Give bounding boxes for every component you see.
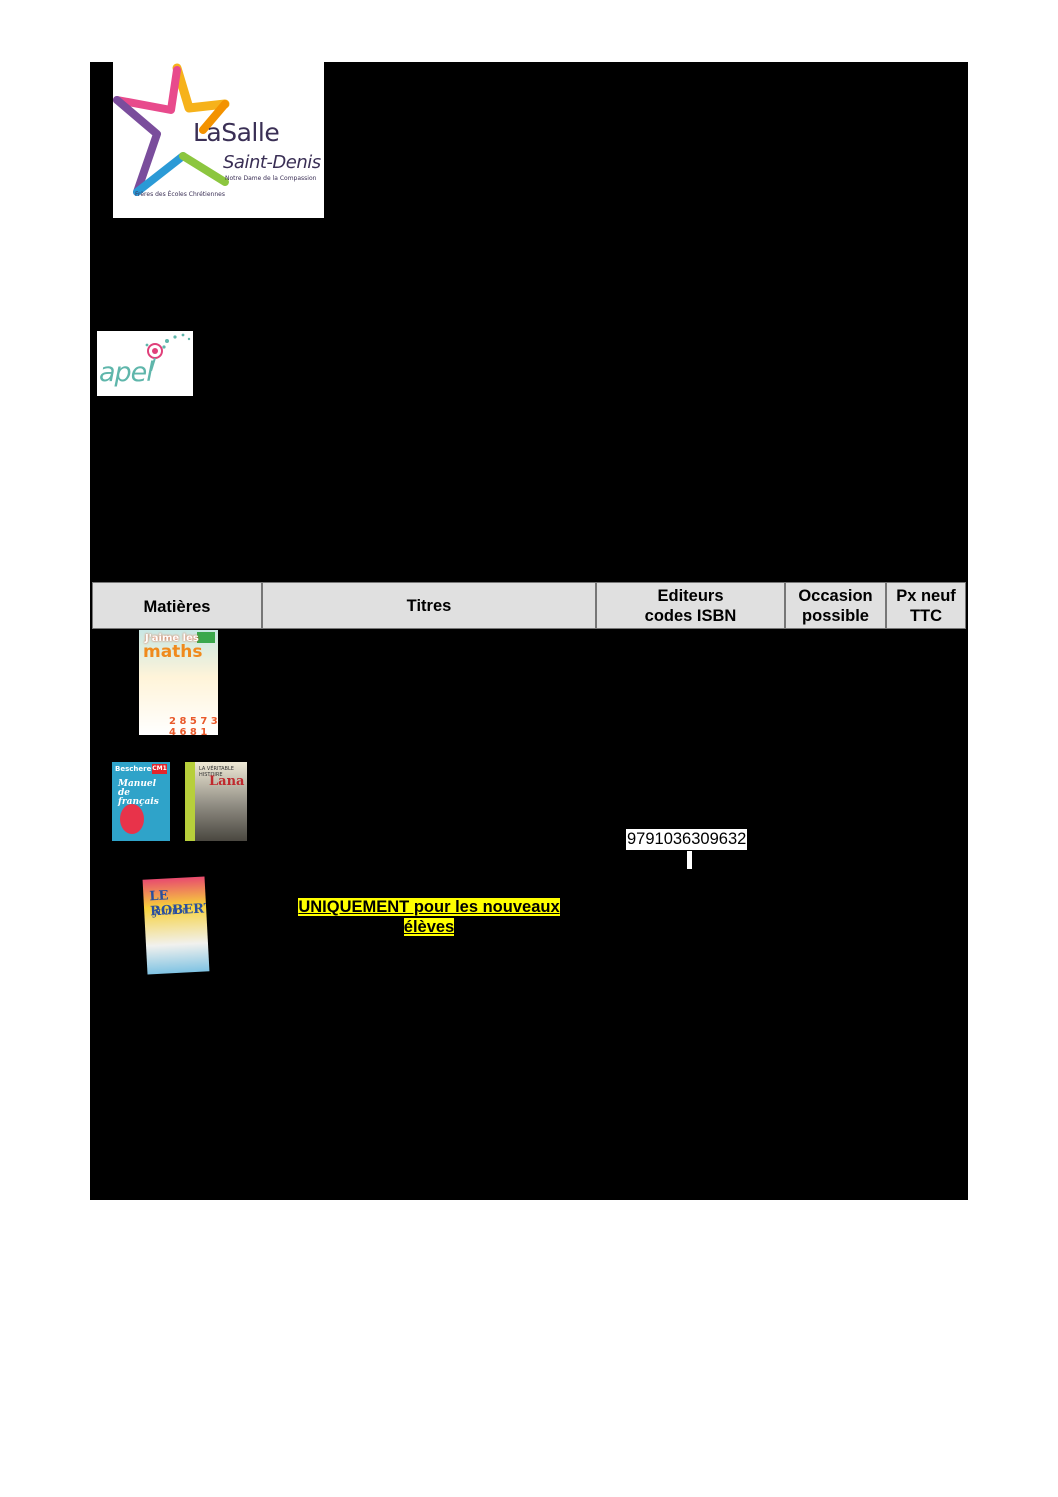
notice-line1: UNIQUEMENT pour les nouveaux <box>298 898 560 916</box>
cover-lana-topline: LA VÉRITABLE HISTOIRE <box>199 766 234 778</box>
header-prix: Px neuf TTC <box>886 582 966 629</box>
cover-maths-line1: J'aime les <box>145 633 199 644</box>
header-matieres-label: Matières <box>143 597 211 616</box>
logo-place: Saint-Denis <box>223 152 321 173</box>
header-prix-line2: TTC <box>909 606 943 625</box>
logo-name: LaSalle <box>193 118 280 147</box>
cover-robert-line2: junior <box>153 903 188 919</box>
isbn-code: 9791036309632 <box>626 829 748 850</box>
header-titres: Titres <box>262 582 596 629</box>
apel-wordmark: apel <box>99 357 154 388</box>
book-cover-bescherelle: Bescherelle CM1 Manuel de français <box>112 762 170 841</box>
cover-lana-title: Lana <box>209 774 245 789</box>
cover-besch-line2: de français <box>118 788 159 807</box>
cover-maths-numbers: 2 8 5 7 3 4 6 8 1 <box>169 716 218 735</box>
new-students-notice: UNIQUEMENT pour les nouveaux élèves <box>287 897 571 937</box>
header-titres-label: Titres <box>406 596 452 615</box>
logo-order: Frères des Écoles Chrétiennes <box>135 191 225 198</box>
header-editeurs-line1: Editeurs <box>657 586 724 605</box>
cover-maths-line2: maths <box>143 642 203 662</box>
header-occasion: Occasion possible <box>785 582 886 629</box>
table-header: Matières Titres Editeurs codes ISBN Occa… <box>92 582 966 629</box>
header-editeurs: Editeurs codes ISBN <box>596 582 785 629</box>
logo-subtitle: Notre Dame de la Compassion <box>225 175 317 182</box>
cover-besch-brand: Bescherelle <box>115 765 161 773</box>
header-occasion-line2: possible <box>802 606 869 625</box>
apel-logo: apel <box>97 331 193 396</box>
notice-line2: élèves <box>403 918 455 936</box>
cover-besch-title: Manuel de français <box>118 780 170 807</box>
cover-spine <box>185 762 195 841</box>
star-icon <box>113 63 230 196</box>
cover-besch-level: CM1 <box>152 764 167 774</box>
cover-badge <box>197 632 215 643</box>
mascot-icon <box>120 804 144 834</box>
isbn-marker <box>687 851 692 869</box>
header-prix-line1: Px neuf <box>896 586 956 605</box>
book-cover-lana: LA VÉRITABLE HISTOIRE Lana <box>185 762 247 841</box>
book-cover-robert-junior: LE ROBERT junior <box>142 876 210 975</box>
book-cover-maths: J'aime les maths 2 8 5 7 3 4 6 8 1 <box>139 630 218 735</box>
cover-besch-line1: Manuel <box>118 779 157 789</box>
lasalle-logo: LaSalle Saint-Denis Notre Dame de la Com… <box>113 62 324 218</box>
header-editeurs-line2: codes ISBN <box>644 606 737 625</box>
header-matieres: Matières <box>92 582 262 629</box>
header-occasion-line1: Occasion <box>798 586 873 605</box>
dandelion-icon <box>145 333 191 371</box>
document-panel <box>90 62 968 1200</box>
